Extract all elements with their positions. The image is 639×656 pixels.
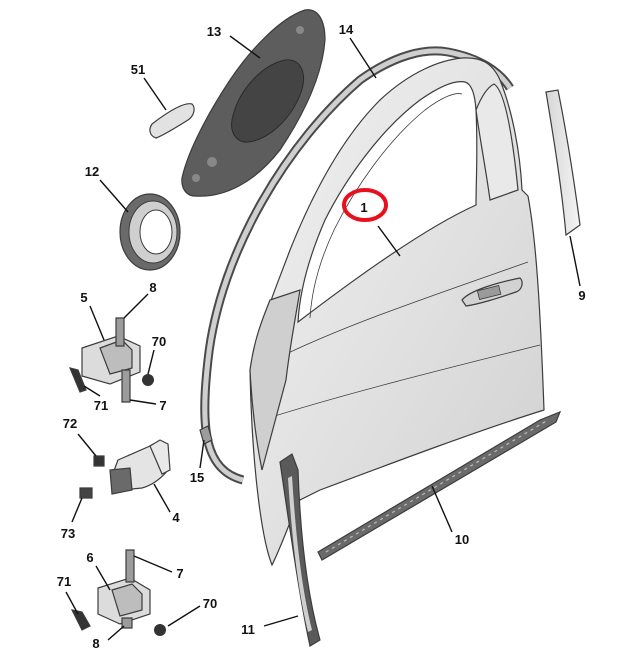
label-14: 14 bbox=[339, 22, 354, 37]
inner-panel-13-hole-c bbox=[296, 26, 304, 34]
leader-51 bbox=[143, 77, 167, 111]
leader-8a bbox=[123, 293, 149, 319]
label-72: 72 bbox=[63, 416, 77, 431]
inner-panel-13-hole-b bbox=[192, 174, 200, 182]
bolt-8-lower bbox=[121, 617, 133, 629]
leader-13 bbox=[229, 35, 261, 59]
highlight-circle-1 bbox=[342, 188, 388, 222]
sill-moulding-detail bbox=[325, 419, 549, 553]
label-10: 10 bbox=[455, 532, 469, 547]
bolt-7-upper bbox=[121, 369, 131, 403]
bolt-71-upper bbox=[68, 367, 87, 393]
label-70-upper: 70 bbox=[152, 334, 166, 349]
inner-panel-13-speaker bbox=[231, 59, 304, 143]
leader-1 bbox=[377, 225, 401, 257]
label-71-upper: 71 bbox=[94, 398, 108, 413]
pad-51 bbox=[149, 103, 195, 139]
leader-9 bbox=[569, 235, 581, 287]
bolt-7-lower bbox=[125, 549, 135, 583]
leader-71b bbox=[65, 591, 79, 615]
label-4: 4 bbox=[172, 510, 180, 525]
leader-11 bbox=[263, 615, 299, 627]
label-6: 6 bbox=[86, 550, 93, 565]
leader-8b bbox=[107, 625, 125, 641]
leader-7b bbox=[133, 555, 173, 573]
label-11: 11 bbox=[241, 622, 255, 637]
label-8-lower: 8 bbox=[92, 636, 99, 651]
leader-73 bbox=[71, 497, 83, 523]
check-strap-4-base bbox=[109, 467, 133, 495]
label-1: 1 bbox=[360, 200, 367, 215]
bolt-73 bbox=[79, 487, 93, 499]
leader-5 bbox=[89, 305, 105, 341]
hinge-lower-6-body bbox=[111, 583, 143, 617]
door-handle-recess bbox=[476, 284, 502, 300]
inner-panel-13-hole-a bbox=[207, 157, 217, 167]
label-7-lower: 7 bbox=[176, 566, 183, 581]
label-51: 51 bbox=[131, 62, 145, 77]
speaker-ring-12-inner bbox=[139, 209, 173, 255]
label-73: 73 bbox=[61, 526, 75, 541]
door-b-pillar bbox=[475, 83, 519, 201]
label-9: 9 bbox=[578, 288, 585, 303]
leader-72 bbox=[77, 433, 97, 457]
label-5: 5 bbox=[80, 290, 87, 305]
bolt-70-upper bbox=[142, 374, 154, 386]
bolt-71-lower bbox=[70, 609, 91, 631]
leader-7a bbox=[129, 399, 157, 405]
leader-15 bbox=[199, 439, 205, 469]
label-8-upper: 8 bbox=[149, 280, 156, 295]
door-crease-lower bbox=[261, 344, 541, 421]
leader-70a bbox=[147, 349, 155, 375]
leader-4 bbox=[153, 483, 171, 513]
leader-71a bbox=[83, 385, 101, 397]
leader-6 bbox=[95, 565, 111, 591]
window-trim-9 bbox=[545, 89, 581, 237]
leader-12 bbox=[99, 179, 129, 213]
check-strap-4-arm bbox=[149, 439, 171, 475]
bolt-70-lower bbox=[154, 624, 166, 636]
label-71-lower: 71 bbox=[57, 574, 71, 589]
label-13: 13 bbox=[207, 24, 221, 39]
leader-14 bbox=[349, 37, 377, 79]
pin-15 bbox=[199, 425, 213, 445]
label-7-upper: 7 bbox=[159, 398, 166, 413]
door-frame-line bbox=[309, 93, 463, 319]
label-15: 15 bbox=[190, 470, 204, 485]
door-inner-edge bbox=[249, 289, 301, 471]
leader-10 bbox=[431, 485, 453, 533]
label-70-lower: 70 bbox=[203, 596, 217, 611]
vertical-trim-11-slot bbox=[288, 476, 312, 632]
label-12: 12 bbox=[85, 164, 99, 179]
sill-moulding-10 bbox=[317, 410, 562, 561]
leader-70b bbox=[167, 605, 201, 627]
door-seal-inner bbox=[202, 48, 513, 483]
bolt-72 bbox=[93, 455, 105, 467]
bolt-8-upper bbox=[115, 317, 125, 347]
